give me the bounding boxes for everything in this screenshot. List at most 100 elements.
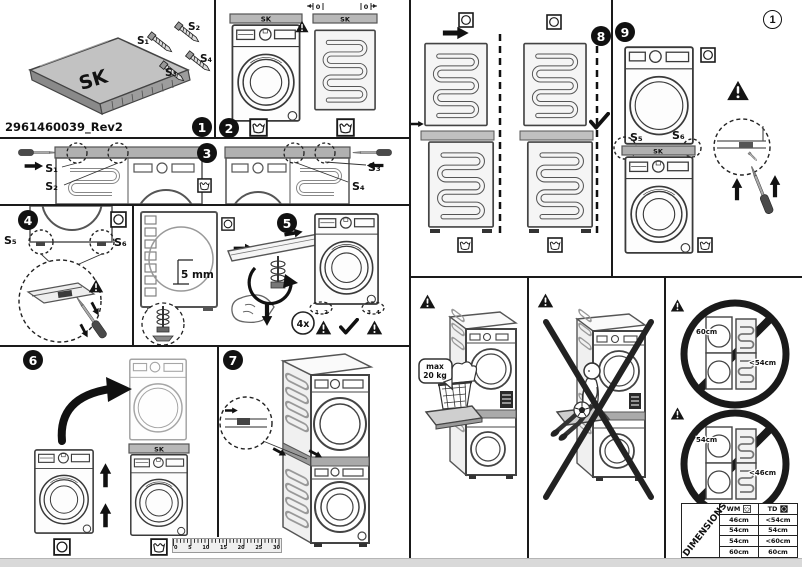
max-load-line2: 20 kg [423,371,446,380]
ruler-ticks [173,539,281,546]
stack-side-left [420,44,494,233]
screw-label-s6: S₆ [114,236,127,249]
dryer-pictogram-icon [780,504,789,513]
machine-top-right-view [224,142,367,204]
kit-label-rear: SK [340,16,351,24]
prohibited-wm-depth-2: 54cm [696,436,717,444]
panel-step-6: SK [34,358,190,556]
screw-label-s5: S₅ [4,234,17,247]
checkmark-icon [589,112,610,130]
washer-front-view [130,454,188,536]
washer-pictogram-icon [547,237,563,253]
washer-front-view [624,156,694,254]
prohibition-circle-1: 60cm <54cm [680,299,790,409]
feet-check: 1 2 3 4 [309,301,385,316]
step-badge-9: 9 [615,22,635,42]
washer-pictogram-icon [249,118,268,137]
washer-pictogram-icon [150,538,168,556]
foot-number-2: 2 [324,310,328,316]
dryer-bottom-view [29,206,113,246]
divider [410,276,802,278]
panel-step-8 [411,12,610,253]
arrow-right-icon [442,26,469,40]
kit-label-front: SK [261,16,272,24]
step-badge-6: 6 [23,350,43,370]
stacked-machines-perspective [280,353,374,547]
step-badge-7: 7 [223,350,243,370]
foot-number-3: 3 [367,310,371,316]
kit-label-step6: SK [154,446,165,454]
foot-number-1: 1 [315,310,319,316]
washer-rear-view [315,30,375,109]
step-badge-2: 2 [219,118,239,138]
screw-label-s4: S₄ [200,53,213,65]
align-zero-left: 0 [316,3,321,11]
panel-step-7 [219,353,374,547]
screw-label-s6: S₆ [672,129,685,142]
screw-label-s3: S₃ [165,67,178,79]
panel-step-3: S₁ S₂ S₃ S₄ [18,142,392,204]
divider [527,277,529,558]
col-header-td: TD [758,503,798,515]
warning-icon [366,320,383,335]
warning-icon [670,407,685,420]
gap-label: 5 mm [181,269,214,281]
panel-step-2: SK 0 0 SK [229,3,378,137]
dryer-pictogram-icon [700,47,716,63]
screw-label-s2: S₂ [188,21,201,33]
washer-pictogram-icon [336,118,355,137]
warning-icon [727,80,749,101]
table-row: 54cm<60cm [719,535,798,548]
screw-label-s1: S₁ [45,162,58,175]
screw-label-s2: S₂ [45,180,58,193]
warning-icon [419,294,436,309]
align-zero-right: 0 [364,3,369,11]
stacking-kit-plate: SK [28,37,191,116]
gap-dimension: 5 mm [173,259,214,285]
checkmark-icon [339,318,359,335]
step-badge-8: 8 [591,26,611,46]
arrow-up-icon [769,175,781,198]
max-load-line1: max [426,362,444,371]
foot-number-4: 4 [376,310,380,316]
prohibited-td-depth-1: <54cm [749,359,776,367]
dryer-front-view [34,449,94,534]
panel-step-1: SK S₁ S₂ S₃ S₄ [28,21,213,116]
dryer-pictogram-icon [110,211,127,228]
washer-pictogram-icon [457,237,473,253]
screw-label-s3: S₃ [368,161,381,174]
dryer-pictogram-icon [221,217,235,231]
washer-front-view [231,24,301,122]
step-badge-5: 5 [277,213,297,233]
page-number: 1 [763,10,782,29]
kit-screws: S₁ S₂ S₃ S₄ [137,21,213,84]
machine-top-left-view [54,142,204,204]
arrow-up-icon [99,463,112,488]
washer-rear-view [429,142,493,227]
panel-step-5: 5 mm 4x 1 2 3 4 [140,211,385,345]
screw-icon [147,31,175,55]
table-row: 46cm<54cm [719,513,798,526]
washer-pictogram-icon [197,178,212,193]
divider [0,204,411,206]
kit-label-step9: SK [653,148,664,156]
dryer-pictogram-icon [546,14,562,30]
washer-rear-view [528,142,592,227]
dryer-rear-view [524,44,586,126]
screw-label-s4: S₄ [352,180,365,193]
pullout-shelf [424,405,484,430]
divider [611,0,613,278]
screw-zoom-detail [713,118,771,176]
divider [217,345,219,537]
dryer-pictogram-icon [458,12,474,28]
arrow-right-icon [24,161,44,171]
dryer-pictogram-icon [53,538,71,556]
warning-icon [537,293,554,308]
divider [664,277,666,558]
arrow-up-icon [99,503,112,528]
